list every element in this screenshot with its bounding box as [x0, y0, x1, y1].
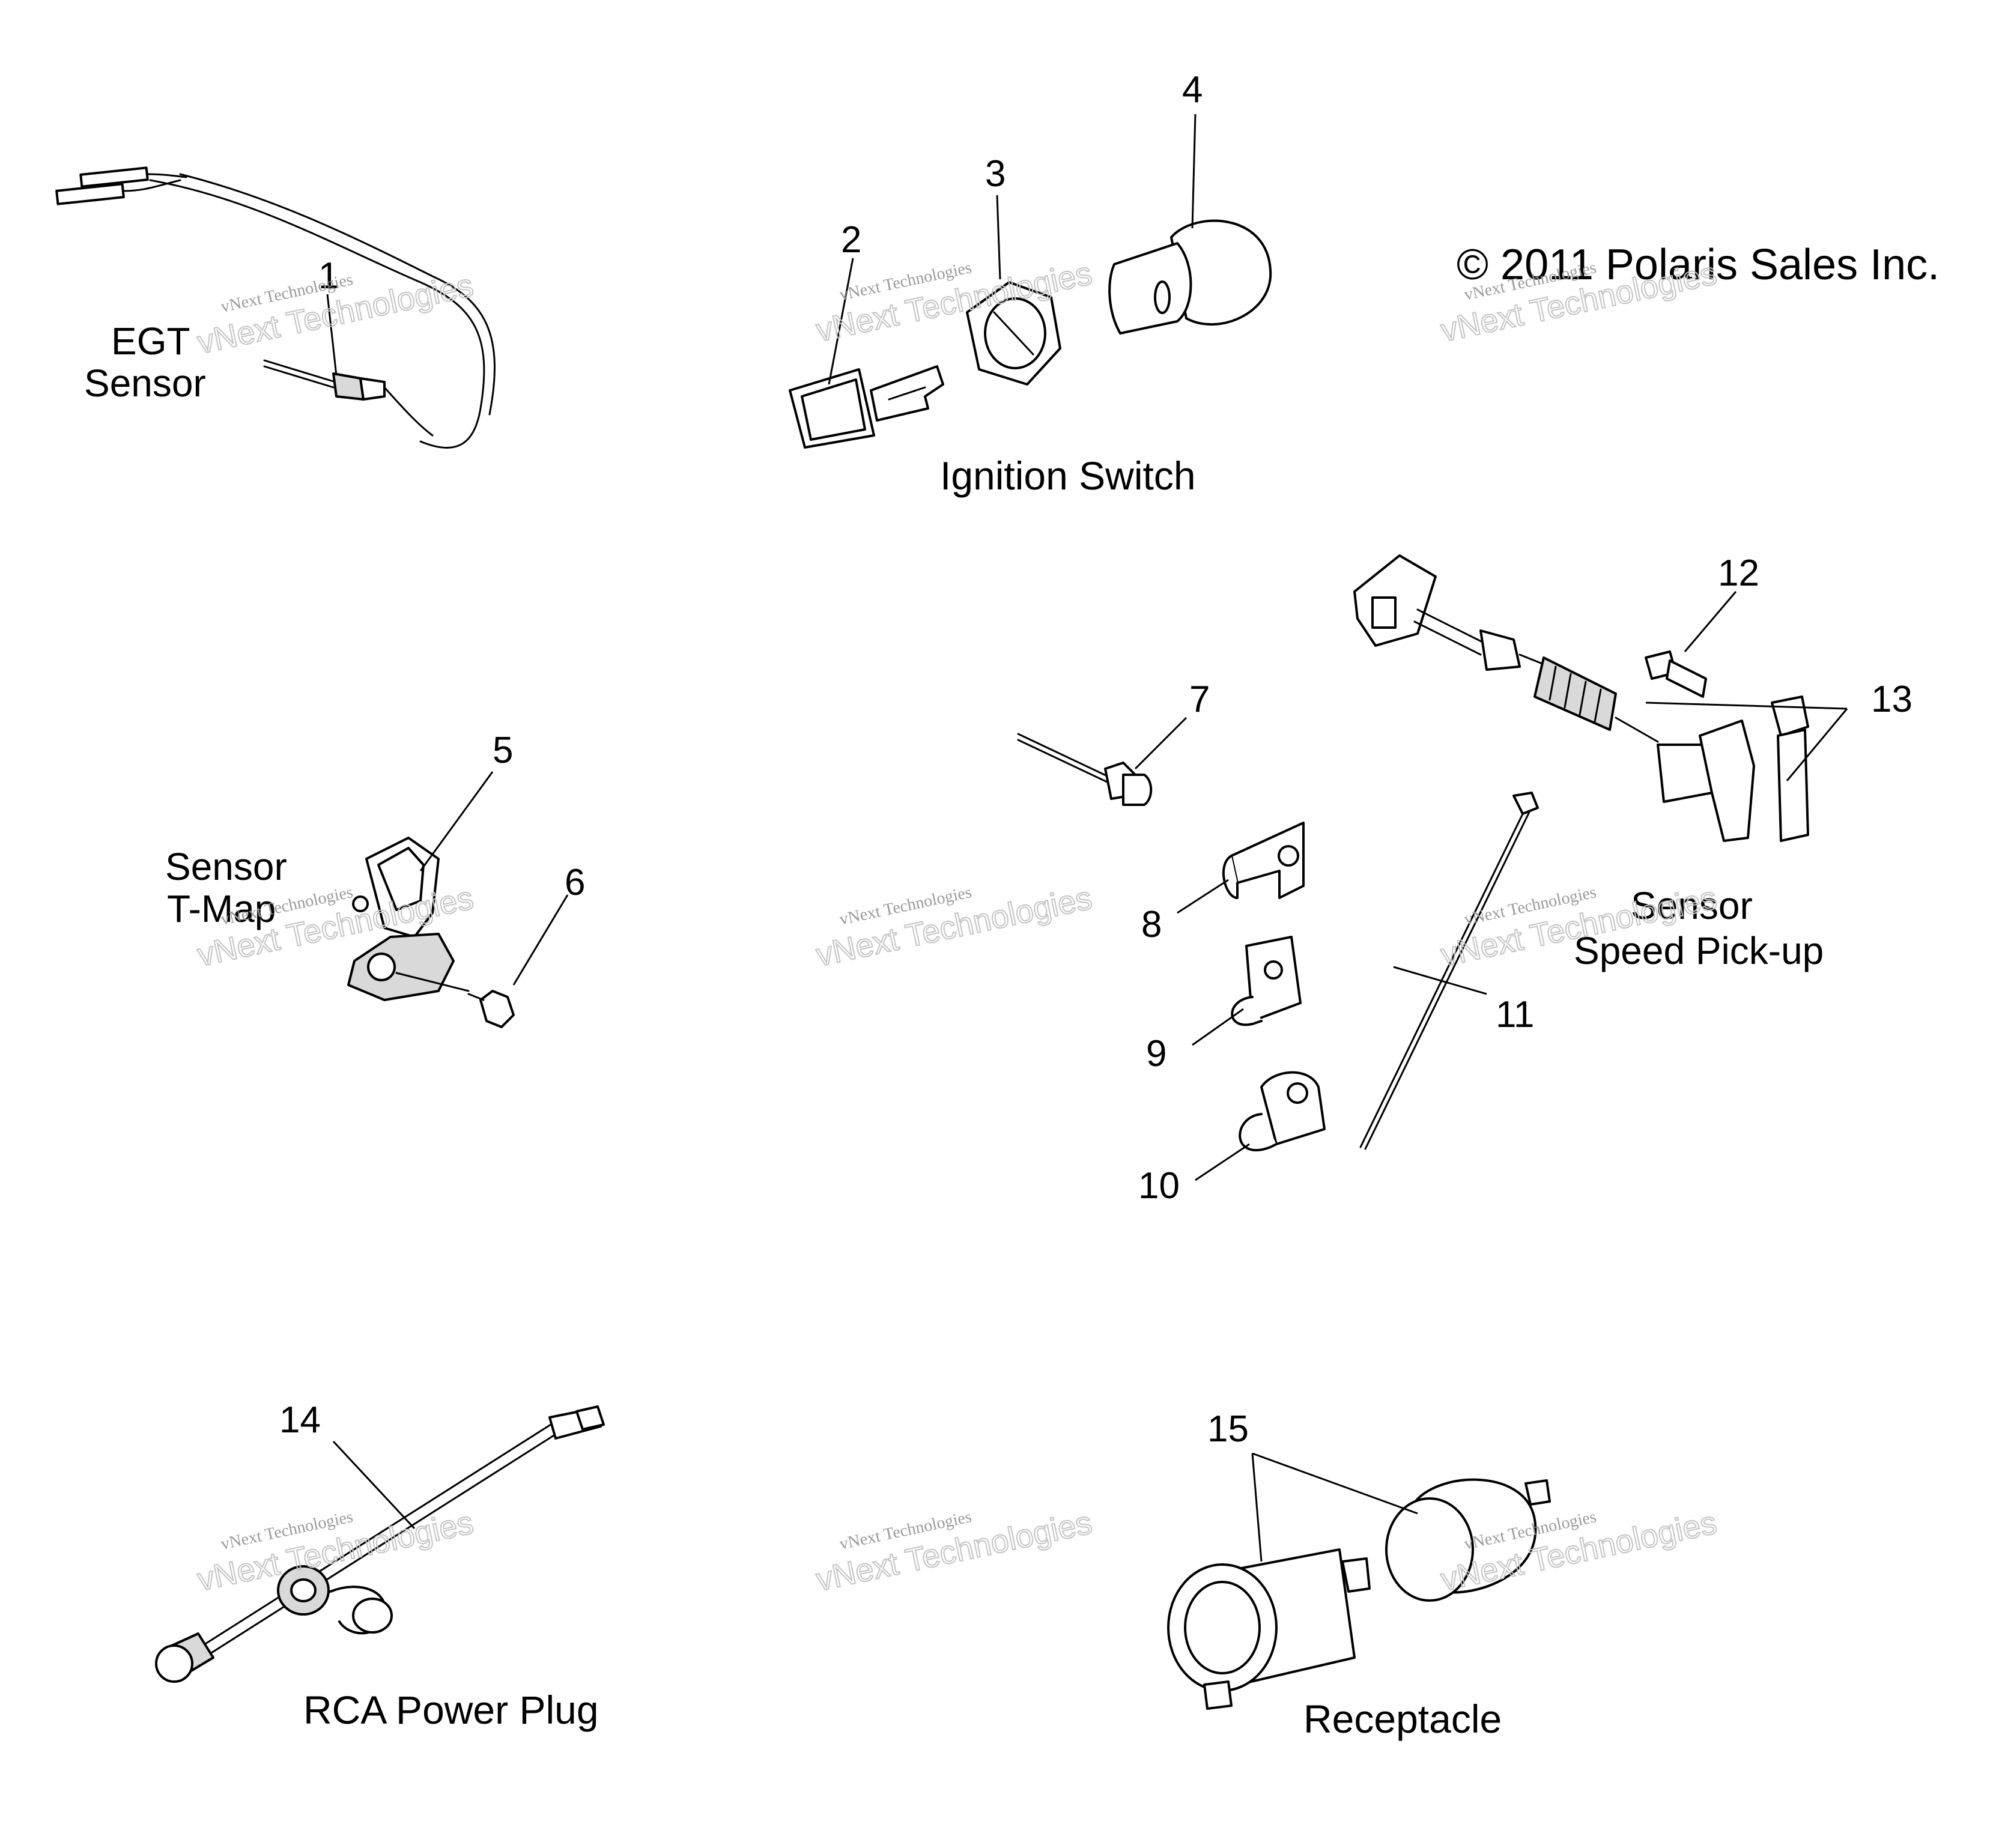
clip-10-part — [1239, 1071, 1326, 1152]
egt-caption-line2: Sensor — [84, 362, 206, 405]
copyright-notice: © 2011 Polaris Sales Inc. — [1457, 241, 1940, 289]
callout-10: 10 — [1138, 1165, 1180, 1207]
clip-9-part — [1231, 936, 1302, 1026]
push-rivet-part — [1017, 733, 1153, 806]
egt-sensor-part — [55, 166, 496, 449]
callout-1: 1 — [318, 255, 339, 297]
watermark-5: vNext Technologies vNext Technologies — [813, 879, 1096, 974]
tmap-bolt-part — [467, 990, 515, 1028]
callout-11: 11 — [1496, 994, 1534, 1035]
speed-caption-line2: Speed Pick-up — [1574, 929, 1824, 972]
callout-12: 12 — [1718, 553, 1759, 594]
ignition-key-part — [789, 365, 944, 449]
tmap-caption-line1: Sensor — [165, 845, 287, 888]
watermark-8: vNext Technologies vNext Technologies — [813, 1504, 1096, 1599]
egt-caption-line1: EGT — [111, 320, 190, 363]
clip-8-part — [1222, 822, 1305, 899]
speed-sensor-part — [1353, 554, 1809, 842]
callout-2: 2 — [841, 219, 861, 261]
watermark-7: vNext Technologies vNext Technologies — [194, 1504, 478, 1599]
ignition-nut-part — [966, 281, 1061, 386]
callout-5: 5 — [493, 730, 513, 771]
receptacle-part — [1167, 1548, 1371, 1710]
callout-13: 13 — [1871, 679, 1913, 720]
callout-6: 6 — [565, 862, 585, 903]
callout-7: 7 — [1189, 679, 1210, 720]
callout-4: 4 — [1182, 69, 1203, 111]
cable-tie-part — [1359, 792, 1539, 1150]
callout-15: 15 — [1207, 1408, 1249, 1450]
callout-14: 14 — [279, 1399, 321, 1441]
callout-8: 8 — [1141, 904, 1162, 945]
tmap-sensor-part — [347, 837, 470, 1001]
ignition-switch-body-part — [1108, 219, 1272, 335]
ignition-caption: Ignition Switch — [940, 453, 1196, 498]
receptacle-cap-part — [1385, 1478, 1551, 1602]
speed-sensor-bolt-part — [1645, 650, 1707, 698]
speed-caption-line1: Sensor — [1631, 884, 1753, 927]
receptacle-caption: Receptacle — [1303, 1697, 1502, 1741]
tmap-caption-line2: T-Map — [167, 887, 276, 930]
rca-caption: RCA Power Plug — [303, 1688, 599, 1732]
rca-power-plug-part — [155, 1405, 605, 1683]
callout-3: 3 — [985, 153, 1006, 195]
callout-9: 9 — [1146, 1033, 1166, 1074]
